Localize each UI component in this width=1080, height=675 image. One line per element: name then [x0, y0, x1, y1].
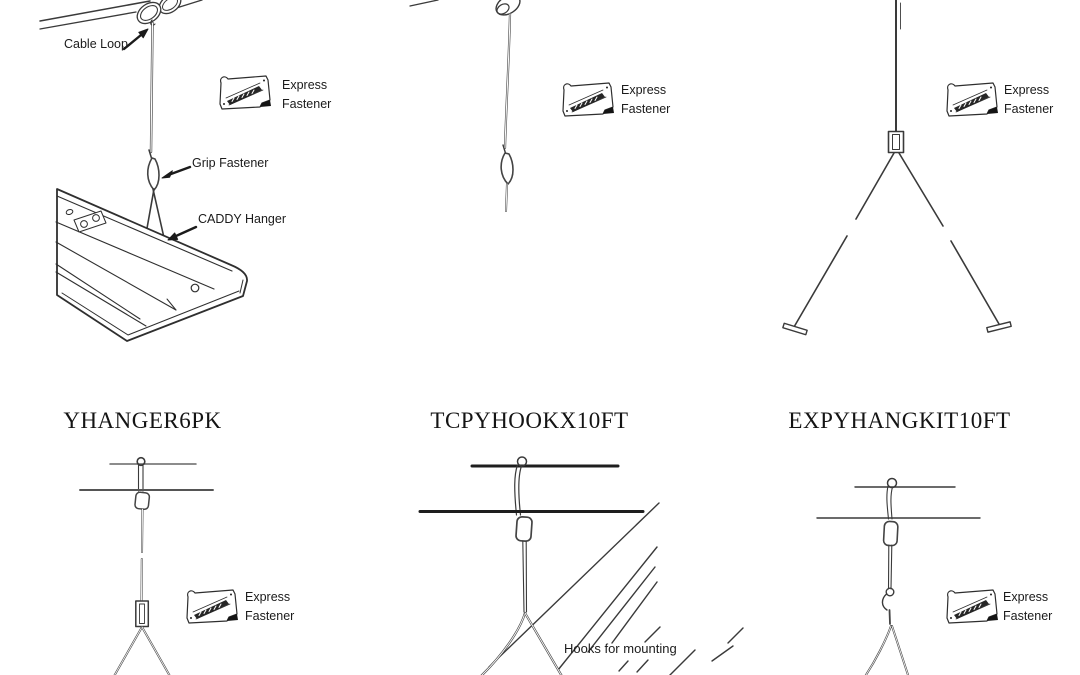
- caddy-hanger-arrow: [167, 225, 198, 241]
- tbar-yhanger-diagram: [79, 456, 239, 675]
- ceiling-hatch: [488, 502, 744, 675]
- product-sku-tcpyhookx10ft: TCPYHOOKX10FT: [430, 408, 629, 433]
- product-sku-expyhangkit10ft: EXPYHANGKIT10FT: [788, 408, 1011, 433]
- express-fastener-tag: Express Fastener: [1004, 83, 1054, 116]
- product-sku-yhanger6pk: YHANGER6PK: [63, 408, 222, 433]
- express-fastener-icon: [946, 82, 999, 117]
- y-hanger-diagram: [782, 0, 1012, 336]
- hooks-for-mounting-label: Hooks for mounting: [564, 641, 677, 656]
- caddy-hanger-label: CADDY Hanger: [198, 212, 287, 226]
- tgrid-hook-diagram: [418, 456, 744, 675]
- cable-grip-diagram: [409, 0, 615, 212]
- kit-hanger-diagram: [816, 477, 999, 675]
- grip-fastener-label: Grip Fastener: [192, 156, 269, 170]
- express-fastener-tag: Express Fastener: [282, 78, 332, 111]
- express-fastener-icon: [562, 82, 615, 117]
- express-fastener-tag: Express Fastener: [621, 83, 671, 116]
- cable-loop-arrow: [122, 28, 149, 51]
- grip-fastener-arrow: [161, 165, 192, 179]
- express-fastener-tag: Express Fastener: [245, 590, 295, 623]
- express-fastener-icon: [946, 589, 999, 624]
- express-fastener-icon: [219, 75, 272, 110]
- express-fastener-icon: [186, 589, 239, 624]
- cable-loop-label: Cable Loop: [64, 37, 128, 51]
- express-fastener-tag: Express Fastener: [1003, 590, 1053, 623]
- fixture-diagram: [39, 0, 272, 342]
